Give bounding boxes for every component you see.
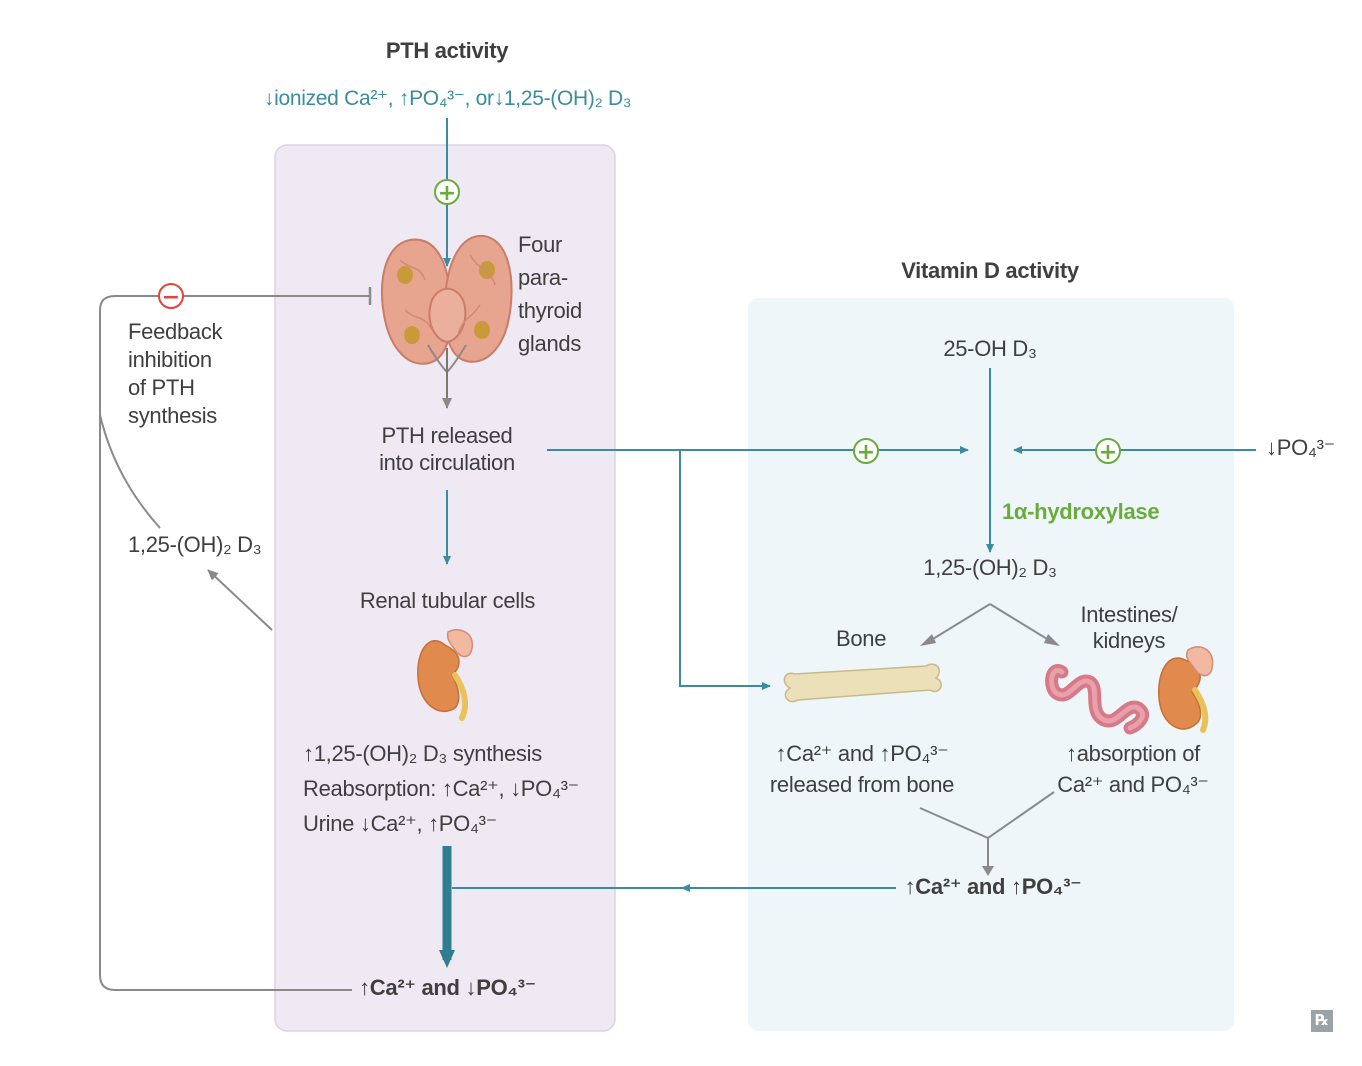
renal-to-calcitriol-arrow (207, 569, 273, 631)
kidney-right-icon (1158, 646, 1214, 733)
feedback-minus-icon (158, 283, 184, 309)
phosphate-plus-icon (1095, 438, 1121, 464)
secretion-arrows (427, 344, 467, 373)
stimulus-plus-sign: + (438, 181, 456, 206)
pth-plus-icon (853, 438, 879, 464)
merge-arrowhead (982, 866, 994, 876)
pth-stimulus-text: ↓ionized Ca²⁺, ↑PO₄³⁻, or↓1,25-(OH)₂ D₃ (263, 87, 632, 110)
calcitriol-split-lines (927, 603, 1053, 643)
effects-merge-lines (919, 791, 1055, 870)
feedback-label: Feedback inhibition of PTH synthesis (128, 319, 223, 428)
feedback-minus-sign: − (162, 285, 180, 310)
vitamin-d-result-label: ↑Ca²⁺ and ↑PO₄³⁻ (904, 874, 1082, 899)
pth-result-label: ↑Ca²⁺ and ↓PO₄³⁻ (359, 975, 536, 1000)
intestine-effect-label: ↑absorption of Ca²⁺ and PO₄³⁻ (1057, 741, 1209, 797)
renal-cells-label: Renal tubular cells (359, 588, 536, 613)
renal-effects-list: ↑1,25-(OH)₂ D₃ synthesis Reabsorption: ↑… (303, 741, 579, 836)
feedback-inhibition-line (99, 295, 370, 991)
intestines-icon (1045, 663, 1149, 735)
bone-label: Bone (836, 626, 887, 651)
rx-logo-icon: ℞ (1311, 1010, 1333, 1032)
bone-icon (783, 663, 942, 703)
pth-to-bone-line (679, 450, 771, 690)
calcitriol-label: 1,25-(OH)₂ D₃ (923, 555, 1057, 580)
glands-label: Four para- thyroid glands (518, 232, 582, 356)
low-phosphate-label: ↓PO₄³⁻ (1266, 435, 1335, 460)
vitamin-d-panel (748, 298, 1234, 1031)
bone-effect-label: ↑Ca²⁺ and ↑PO₄³⁻ released from bone (769, 741, 955, 797)
pth-panel (274, 144, 616, 1032)
kidney-icon (417, 628, 473, 721)
calcitriol-feedback-curve (99, 414, 161, 529)
intestines-label: Intestines/ kidneys (1080, 602, 1178, 653)
pth-activity-title: PTH activity (385, 38, 509, 63)
precursor-label: 25-OH D₃ (943, 336, 1037, 361)
stimulus-plus-icon (434, 179, 460, 205)
vitamin-d-title: Vitamin D activity (901, 258, 1079, 283)
pth-plus-sign: + (857, 440, 875, 465)
pth-released-label: PTH released into circulation (379, 423, 515, 475)
hydroxylase-label: 1α-hydroxylase (1002, 499, 1160, 524)
parathyroid-glands-icon (381, 234, 513, 365)
calcitriol-feedback-label: 1,25-(OH)₂ D₃ (128, 532, 262, 557)
phosphate-plus-sign: + (1099, 440, 1117, 465)
